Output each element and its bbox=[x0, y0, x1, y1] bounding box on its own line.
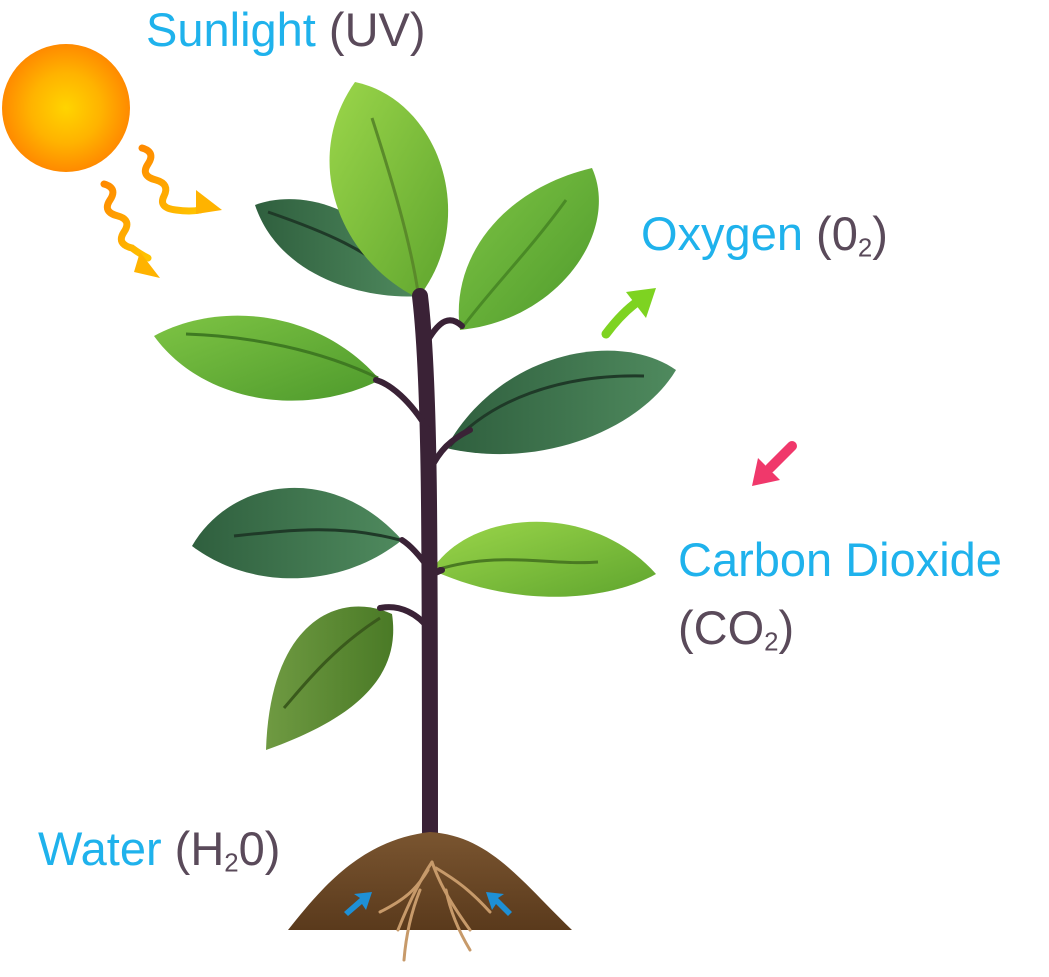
sunlight-formula: (UV) bbox=[328, 3, 426, 56]
sunlight-label: Sunlight (UV) bbox=[146, 6, 426, 53]
water-formula: (H20) bbox=[174, 822, 281, 878]
carbon-dioxide-term: Carbon Dioxide bbox=[678, 533, 1002, 586]
water-label: Water (H20) bbox=[38, 825, 280, 877]
carbon-dioxide-formula-label: (CO2) bbox=[678, 604, 794, 656]
soil-icon bbox=[288, 832, 572, 962]
sunlight-wave-icon bbox=[100, 144, 222, 278]
oxygen-term: Oxygen bbox=[641, 207, 803, 260]
carbon-dioxide-label: Carbon Dioxide bbox=[678, 536, 1002, 583]
carbon-dioxide-formula: (CO2) bbox=[678, 601, 795, 657]
sunlight-term: Sunlight bbox=[146, 3, 316, 56]
water-term: Water bbox=[38, 822, 162, 875]
co2-arrow-icon bbox=[752, 441, 797, 486]
plant-icon bbox=[154, 82, 676, 868]
sun-icon bbox=[2, 44, 130, 172]
water-arrow-icon bbox=[344, 892, 512, 916]
oxygen-formula: (02) bbox=[816, 207, 888, 263]
oxygen-arrow-icon bbox=[601, 288, 656, 339]
oxygen-label: Oxygen (02) bbox=[641, 210, 888, 262]
